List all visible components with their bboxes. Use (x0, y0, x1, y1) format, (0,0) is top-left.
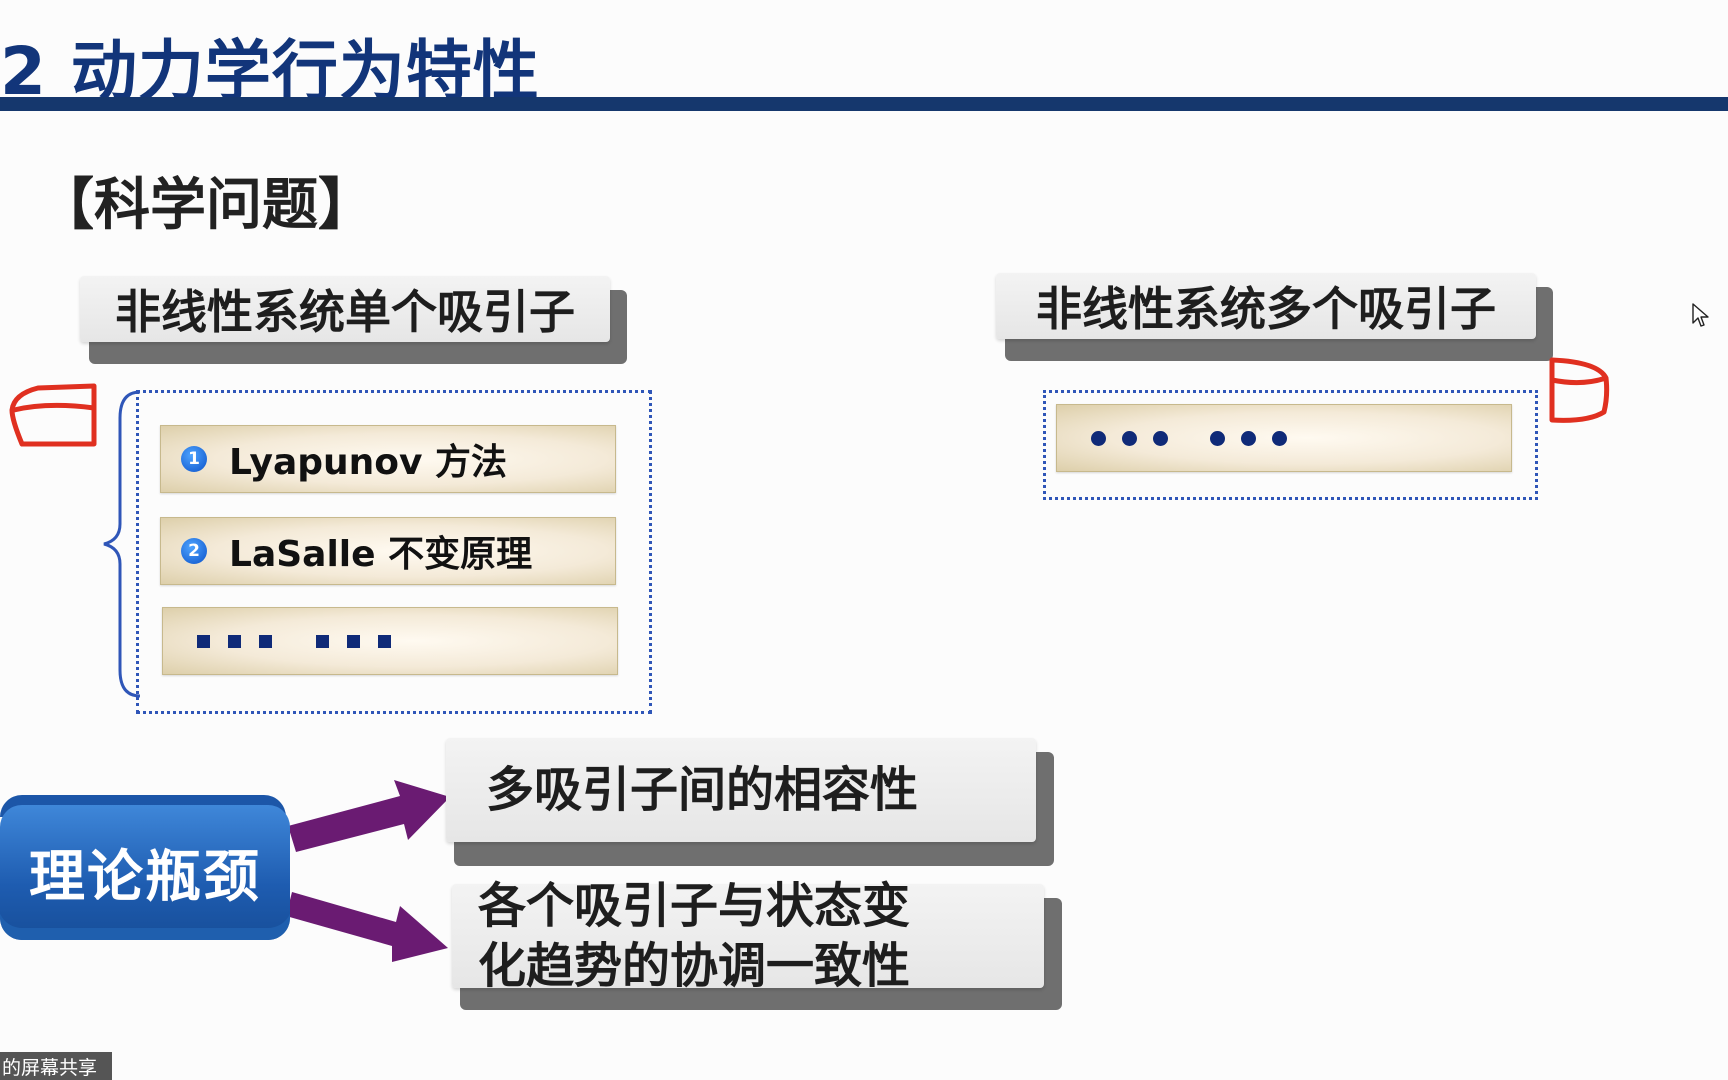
method-label: Lyapunov 方法 (229, 442, 508, 483)
issue-text-line1: 多吸引子间的相容性 (486, 762, 919, 818)
right-method-container (1043, 390, 1538, 500)
left-brace-icon (103, 390, 141, 698)
ellipsis-dot-icon (1153, 430, 1168, 446)
title-rule (0, 97, 1728, 111)
ellipsis-dot-icon (1210, 430, 1225, 446)
ellipsis-dot-icon (1122, 430, 1137, 446)
arrow-lower-icon (286, 892, 448, 962)
ellipsis-square-icon (259, 634, 272, 648)
method-item-lyapunov: 1 Lyapunov 方法 (160, 425, 616, 493)
left-header-plate: 非线性系统单个吸引子 (80, 276, 630, 366)
section-heading: 【科学问题】 (38, 173, 374, 238)
right-can-icon (1549, 357, 1610, 423)
ellipsis-square-icon (197, 634, 210, 648)
ellipsis-square-icon (228, 634, 241, 648)
method-label: LaSalle 不变原理 (229, 534, 533, 575)
number-2-icon: 2 (181, 538, 207, 564)
issue-text-line1: 各个吸引子与状态变 (478, 878, 911, 934)
left-method-container (136, 390, 652, 714)
issue-plate-consistency: 各个吸引子与状态变 化趋势的协调一致性 (452, 878, 1064, 1012)
ellipsis-dot-icon (1272, 430, 1287, 446)
ellipsis-dot-icon (1091, 430, 1106, 446)
issue-text-line2: 化趋势的协调一致性 (478, 938, 911, 994)
ellipsis-square-icon (378, 634, 391, 648)
issue-plate-compatibility: 多吸引子间的相容性 (446, 738, 1056, 868)
ellipsis-square-icon (316, 634, 329, 648)
right-header-plate: 非线性系统多个吸引子 (996, 273, 1556, 363)
right-item-ellipsis (1056, 404, 1512, 472)
number-1-icon: 1 (181, 446, 207, 472)
right-header: 非线性系统多个吸引子 (996, 273, 1536, 339)
left-header: 非线性系统单个吸引子 (80, 276, 610, 342)
arrow-upper-icon (288, 780, 450, 852)
method-item-ellipsis (162, 607, 618, 675)
ellipsis-square-icon (347, 634, 360, 648)
ellipsis-dot-icon (1241, 430, 1256, 446)
mouse-cursor-icon (1692, 303, 1709, 327)
bottleneck-label: 理论瓶颈 (0, 805, 290, 940)
left-can-icon (9, 383, 97, 447)
method-item-lasalle: 2 LaSalle 不变原理 (160, 517, 616, 585)
screen-share-badge[interactable]: 的屏幕共享 (0, 1052, 112, 1080)
